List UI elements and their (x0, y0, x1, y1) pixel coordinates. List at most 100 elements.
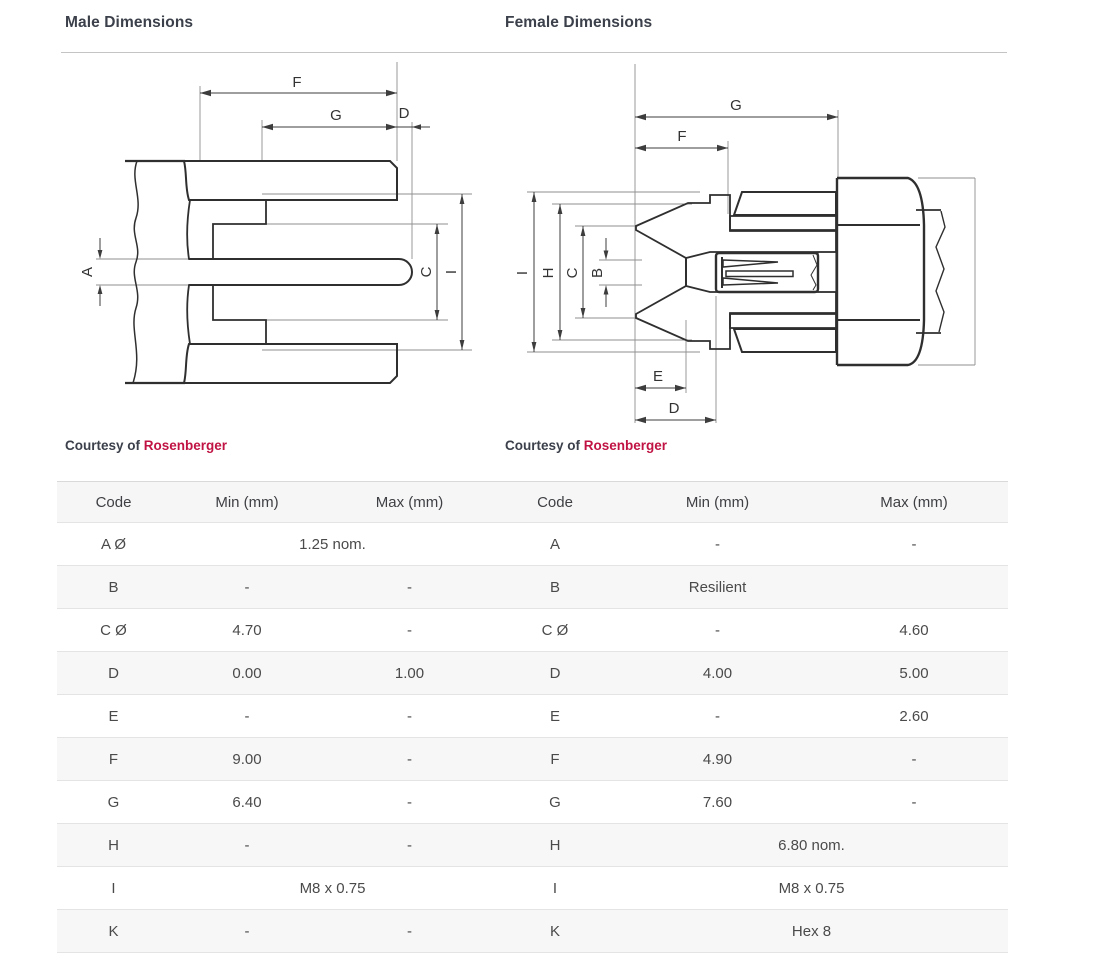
break-line (132, 160, 139, 384)
value-cell: - (407, 922, 412, 940)
value-cell: - (244, 922, 250, 940)
break-line (935, 210, 946, 333)
female-section-title: Female Dimensions (505, 14, 653, 31)
code-cell: H (108, 836, 119, 854)
value-cell: - (715, 707, 720, 725)
female-extension-lines (527, 64, 976, 423)
table-row: E-- (57, 694, 495, 738)
code-cell: D (108, 664, 119, 682)
male-connector-body (125, 159, 413, 385)
value-cell: - (407, 621, 412, 639)
value-cell: 4.00 (702, 664, 733, 682)
dim-label-f: F (292, 74, 301, 91)
dim-label-g: G (330, 107, 342, 124)
male-extension-lines (96, 62, 472, 351)
value-cell: M8 x 0.75 (299, 879, 366, 897)
courtesy-text: Courtesy of (505, 438, 581, 453)
male-dimension-lines (97, 89, 465, 350)
female-dimension-lines (531, 113, 838, 424)
dim-label-a: A (80, 267, 96, 277)
section-divider (61, 52, 1007, 53)
rosenberger-link[interactable]: Rosenberger (143, 438, 228, 453)
code-cell: F (108, 750, 119, 768)
table-row: K Hex 8 (495, 909, 1008, 953)
table-row: B-- (57, 565, 495, 609)
value-cell: 5.00 (899, 664, 929, 682)
value-cell: 0.00 (232, 664, 262, 682)
value-cell: Resilient (688, 578, 747, 596)
value-cell: 4.90 (702, 750, 733, 768)
table-row: D 0.00 1.00 (57, 651, 495, 695)
column-header: Min (mm) (685, 493, 750, 511)
male-center-pin (189, 258, 413, 286)
table-row: K-- (57, 909, 495, 953)
dim-label-b: B (589, 268, 606, 278)
table-row: I M8 x 0.75 (57, 866, 495, 910)
code-cell: I (111, 879, 116, 897)
code-cell: D (549, 664, 561, 682)
code-cell: C Ø (541, 621, 569, 639)
table-row: A-- (495, 522, 1008, 566)
dim-label-i: I (443, 270, 460, 274)
code-cell: C Ø (100, 621, 127, 639)
value-cell: - (407, 578, 412, 596)
value-cell: 6.80 nom. (778, 836, 845, 854)
code-cell: G (549, 793, 561, 811)
table-row: F 9.00 - (57, 737, 495, 781)
column-header: Code (95, 493, 132, 511)
value-cell: - (407, 793, 412, 811)
dim-label-c: C (418, 266, 435, 277)
code-cell: F (550, 750, 560, 768)
dim-label-c: C (564, 267, 581, 278)
value-cell: 4.60 (899, 621, 929, 639)
dim-label-h: H (540, 268, 557, 279)
table-row: G 6.40 - (57, 780, 495, 824)
courtesy-text: Courtesy of (65, 438, 141, 453)
dim-label-i: I (515, 271, 531, 275)
code-cell: E (549, 707, 560, 725)
value-cell (820, 566, 1008, 609)
column-header: Max (mm) (375, 493, 444, 511)
dim-label-d: D (669, 400, 680, 417)
value-cell: - (244, 707, 250, 725)
male-courtesy-note: Courtesy of Rosenberger (65, 438, 227, 453)
code-cell: G (107, 793, 120, 811)
female-socket-contact (714, 251, 820, 294)
male-connector-diagram: F G D A C I (80, 62, 472, 385)
column-header: Max (mm) (880, 493, 948, 511)
female-courtesy-note: Courtesy of Rosenberger (505, 438, 667, 453)
value-cell: 1.25 nom. (299, 535, 366, 553)
value-cell: - (715, 535, 720, 553)
table-row: C Ø - 4.60 (495, 608, 1008, 652)
table-row: H-- (57, 823, 495, 867)
code-cell: I (552, 879, 558, 897)
value-cell: - (407, 750, 412, 768)
value-cell: 6.40 (232, 793, 262, 811)
dim-label-g: G (730, 97, 742, 114)
dim-label-f: F (677, 128, 686, 145)
value-cell: 9.00 (232, 750, 262, 768)
code-cell: K (549, 922, 560, 940)
rosenberger-link[interactable]: Rosenberger (583, 438, 668, 453)
female-connector-body (635, 176, 946, 367)
value-cell: - (715, 621, 720, 639)
value-cell: - (911, 793, 917, 811)
code-cell: E (108, 707, 119, 725)
value-cell: Hex 8 (791, 922, 832, 940)
value-cell: 4.70 (232, 621, 262, 639)
female-hex-nut (835, 176, 946, 367)
value-cell: - (911, 535, 917, 553)
column-header: Min (mm) (215, 493, 279, 511)
table-row: E - 2.60 (495, 694, 1008, 738)
value-cell: 2.60 (899, 707, 929, 725)
value-cell: 1.00 (394, 664, 425, 682)
